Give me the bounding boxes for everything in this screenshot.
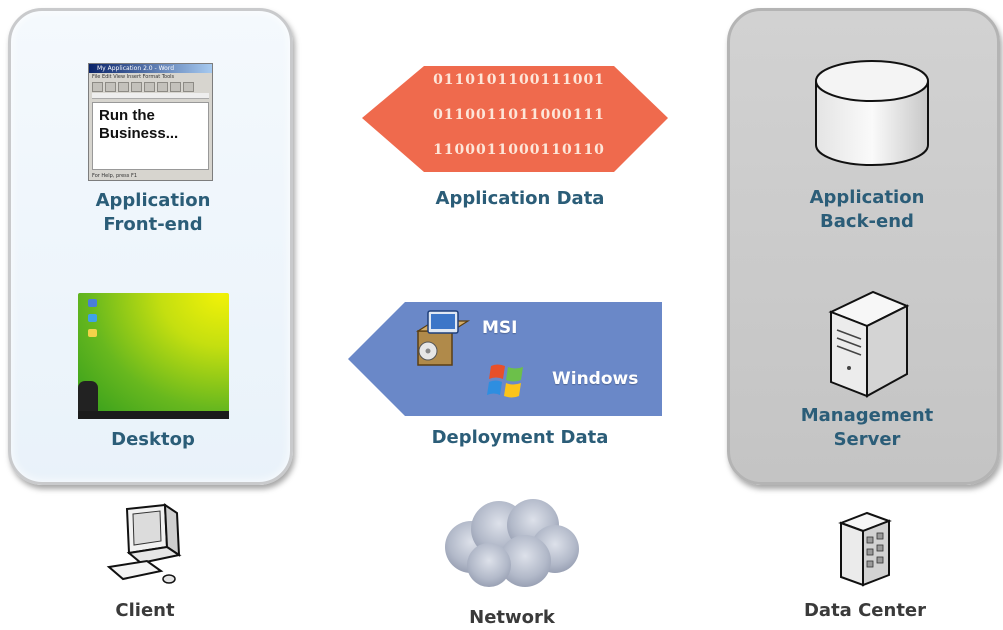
client-label: Client xyxy=(115,600,175,621)
desktop-taskbar xyxy=(78,411,229,419)
database-icon xyxy=(815,60,929,166)
cloud-icon xyxy=(445,499,579,587)
desktop-overlay xyxy=(78,381,98,419)
binary-line: 1100011000110110 xyxy=(433,142,605,158)
data-center-label: Data Center xyxy=(803,600,927,621)
desktop-label: Desktop xyxy=(111,429,195,450)
binary-line: 0110101100111001 xyxy=(433,72,605,88)
app-window-toolbar xyxy=(92,82,209,92)
windows-logo-icon xyxy=(487,364,523,398)
app-window-titlebar: My Application 2.0 - Word xyxy=(89,64,212,73)
app-document-text: Run the Business... xyxy=(92,102,209,170)
folder-icon xyxy=(88,329,97,337)
msi-label: MSI xyxy=(482,318,518,338)
installer-package-icon xyxy=(415,310,471,366)
app-window-ruler xyxy=(92,93,209,99)
deployment-data-label: Deployment Data xyxy=(431,427,609,448)
application-frontend-label: Application Front-end xyxy=(95,190,211,235)
desktop-screenshot xyxy=(78,293,229,419)
server-tower-icon xyxy=(828,290,910,398)
client-computer-icon xyxy=(106,503,182,584)
building-icon xyxy=(838,511,892,587)
app-window-menubar: File Edit View Insert Format Tools xyxy=(92,74,175,80)
application-window-screenshot: My Application 2.0 - Word File Edit View… xyxy=(88,63,213,181)
desktop-icon xyxy=(88,299,97,307)
application-backend-label: Application Back-end xyxy=(809,187,925,232)
network-label: Network xyxy=(469,607,555,628)
binary-line: 0110011011000111 xyxy=(433,107,605,123)
app-window-statusbar: For Help, press F1 xyxy=(92,173,138,179)
application-data-label: Application Data xyxy=(435,188,605,209)
management-server-label: Management Server xyxy=(800,405,934,450)
desktop-icon xyxy=(88,314,97,322)
windows-label: Windows xyxy=(552,369,639,389)
